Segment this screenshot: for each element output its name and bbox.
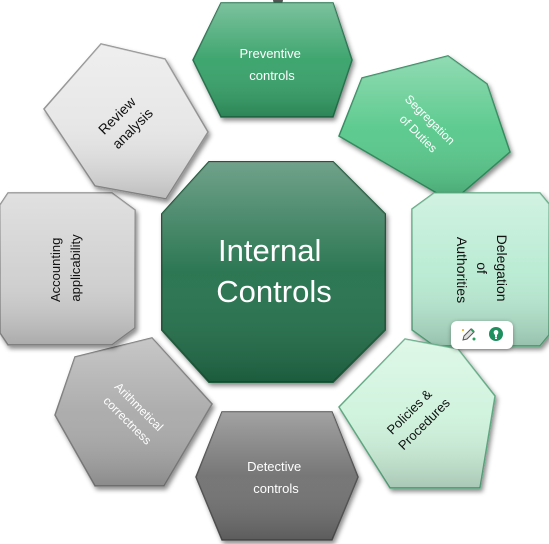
node-segregation-of-duties: Segregation of Duties: [338, 55, 511, 203]
node-shape-bevel: [193, 3, 352, 117]
node-shape-bevel: [0, 193, 135, 345]
node-shape-bevel: [339, 56, 510, 202]
node-shape-bevel: [339, 339, 495, 488]
node-label: Delegation of Authorities: [454, 235, 510, 306]
node-label: Accounting applicability: [48, 234, 83, 302]
node-accounting-applicability: Accounting applicability: [0, 192, 136, 346]
node-shape-bevel: [44, 44, 208, 199]
node-arithmetical-correctness: Arithmetical correctness: [54, 337, 213, 487]
center-title: Internal Controls: [216, 233, 331, 309]
node-label: Detective controls: [247, 459, 305, 496]
node-review-analysis: Review analysis: [43, 43, 209, 200]
node-shape-bevel: [412, 193, 549, 346]
node-label: Preventive controls: [239, 46, 304, 83]
node-delegation-of-authorities: Delegation of Authorities: [411, 192, 549, 347]
node-shape-bevel: [196, 412, 358, 540]
lightbulb-icon: [488, 327, 503, 341]
node-detective-controls: Detective controls: [195, 411, 359, 541]
center-octagon-bevel: [162, 162, 385, 382]
node-preventive-controls: Preventive controls: [192, 2, 353, 118]
floating-toolbar: [451, 321, 513, 349]
center-node: Internal Controls: [161, 161, 386, 383]
ideas-button[interactable]: [484, 324, 508, 346]
edit-pencil-icon: [461, 328, 475, 341]
edit-button[interactable]: [457, 324, 481, 346]
node-shape-bevel: [55, 338, 212, 486]
node-policies-and-procedures: Policies & Procedures: [338, 338, 496, 489]
